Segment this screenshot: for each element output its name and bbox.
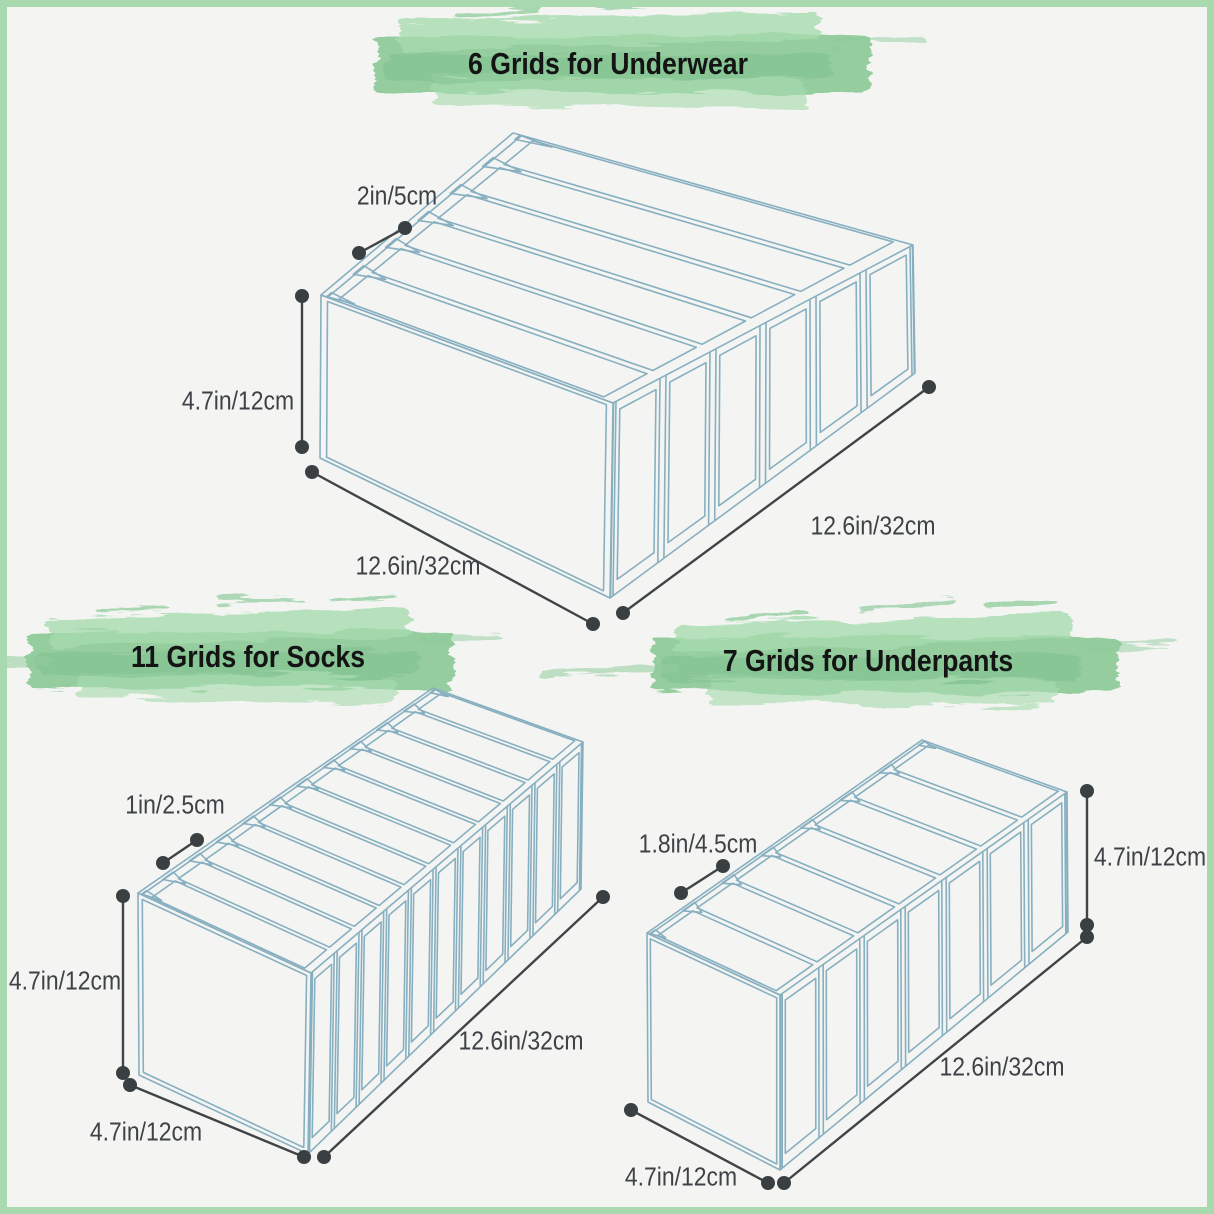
dimension-lines-underwear <box>295 221 936 631</box>
wireframe-underwear-organizer <box>319 132 916 599</box>
label-underpants-height: 4.7in/12cm <box>1093 843 1207 872</box>
label-underwear-slot-width: 2in/5cm <box>356 182 438 211</box>
label-underpants-slot-width: 1.8in/4.5cm <box>638 830 758 859</box>
label-socks-depth: 12.6in/32cm <box>458 1027 584 1056</box>
title-socks: 11 Grids for Socks <box>130 639 366 674</box>
dimension-lines-socks <box>116 833 610 1164</box>
dimension-lines-underpants <box>624 784 1094 1190</box>
wireframe-socks-organizer <box>137 687 584 1155</box>
label-underwear-width: 12.6in/32cm <box>355 552 481 581</box>
label-socks-slot-width: 1in/2.5cm <box>125 791 225 820</box>
title-underpants: 7 Grids for Underpants <box>722 643 1014 678</box>
brush-stroke-underpants <box>540 597 1173 709</box>
label-underwear-depth: 12.6in/32cm <box>810 512 936 541</box>
label-socks-height: 4.7in/12cm <box>8 967 122 996</box>
brush-stroke-socks <box>0 592 503 705</box>
brush-stroke-underwear <box>374 0 929 110</box>
label-underpants-width: 4.7in/12cm <box>624 1163 738 1192</box>
title-underwear: 6 Grids for Underwear <box>467 46 749 81</box>
label-socks-width: 4.7in/12cm <box>89 1118 203 1147</box>
wireframe-underpants-organizer <box>646 739 1069 1171</box>
label-underwear-height: 4.7in/12cm <box>181 387 295 416</box>
label-underpants-depth: 12.6in/32cm <box>939 1053 1065 1082</box>
